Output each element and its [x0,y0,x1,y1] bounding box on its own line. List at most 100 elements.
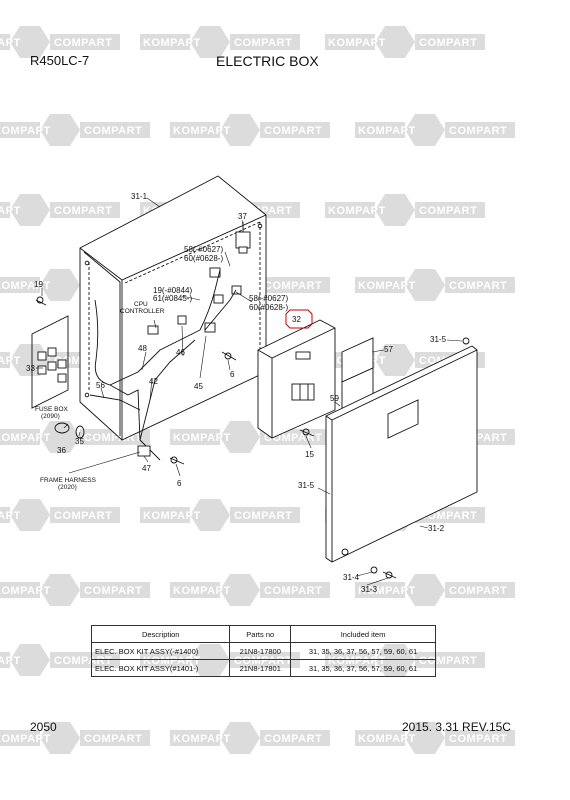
svg-text:COMPART: COMPART [54,37,112,49]
model-label: R450LC-7 [30,53,90,68]
svg-text:COMPART: COMPART [54,510,112,522]
callout-36: 36 [57,446,66,455]
svg-text:KOMPAPT: KOMPAPT [0,585,51,597]
callout-61b: 61(#0845-) [153,294,192,303]
callout-6b: 6 [177,479,182,488]
svg-text:KOMPAPT: KOMPAPT [0,280,51,292]
watermark-tile: KOMPAPT COMPART [0,499,120,531]
watermark-tile: KOMPAPT COMPART [355,574,515,606]
svg-text:COMPART: COMPART [264,585,322,597]
col-parts-no: Parts no [229,625,292,643]
frame-harness-code: (2020) [58,484,77,491]
cpu-controller [257,319,336,439]
callout-42: 42 [149,377,158,386]
callout-33: 33 [26,364,35,373]
row-included: 31, 35, 36, 37, 56, 57, 59, 60, 61 [290,642,436,660]
svg-text:COMPART: COMPART [449,733,507,745]
svg-text:COMPART: COMPART [264,125,322,137]
watermark-tile: KOMPAPT COMPART [0,26,120,58]
watermark-tile: KOMPAPT COMPART [0,194,120,226]
row-parts-no: 21N8-17800 [229,642,292,660]
callout-56: 56 [96,381,105,390]
callout-19: 19 [34,280,43,289]
watermark-tile: KOMPAPT COMPART [0,722,150,754]
callout-6a: 6 [230,370,235,379]
box-door [325,337,478,563]
watermark-tile: KOMPAPT COMPART [355,114,515,146]
box-body [79,175,267,441]
callout-31-1: 31-1 [131,192,148,201]
svg-text:COMPART: COMPART [84,585,142,597]
svg-text:COMPART: COMPART [54,205,112,217]
watermark-tile: KOMPAPT COMPART [140,26,300,58]
svg-text:KOMPAPT: KOMPAPT [0,733,51,745]
svg-text:KOMPAPT: KOMPAPT [358,585,416,597]
callout-31-3: 31-3 [361,585,378,594]
callout-48: 48 [138,344,147,353]
svg-text:KOMPAPT: KOMPAPT [358,125,416,137]
svg-text:COMPART: COMPART [419,37,477,49]
row-description: ELEC. BOX KIT ASSY(#1401-) [90,659,231,677]
watermark-tile: KOMPAPT COMPART [325,26,485,58]
svg-text:KOMPAPT: KOMPAPT [328,205,386,217]
callout-31-4: 31-4 [343,573,360,582]
leader-lines [36,197,463,586]
watermark-tile: KOMPAPT COMPART [170,114,330,146]
svg-text:KOMPAPT: KOMPAPT [0,37,21,49]
svg-text:COMPART: COMPART [264,280,322,292]
svg-text:KOMPAPT: KOMPAPT [0,205,21,217]
svg-text:COMPART: COMPART [419,205,477,217]
table-row: ELEC. BOX KIT ASSY(-#1400) 21N8-17800 31… [90,642,436,660]
svg-text:KOMPAPT: KOMPAPT [173,733,231,745]
fuse-box-code: (2090) [41,413,60,420]
fuse-box [31,315,69,409]
callout-58a: 58(-#0627) [184,245,223,254]
svg-text:COMPART: COMPART [84,733,142,745]
table-header-row: Description Parts no Included item [90,625,436,643]
callout-31-5a: 31-5 [430,335,447,344]
watermark-tile: KOMPAPT COMPART [0,574,150,606]
exploded-diagram: 31-1 37 58(-#0627) 60(#0628-) 19(-#0844)… [26,175,478,594]
svg-text:COMPART: COMPART [449,125,507,137]
callout-19b: 19(-#0844) [153,286,192,295]
svg-text:KOMPAPT: KOMPAPT [328,37,386,49]
watermark-tile: KOMPAPT COMPART [325,194,485,226]
svg-text:COMPART: COMPART [449,280,507,292]
row-description: ELEC. BOX KIT ASSY(-#1400) [90,642,231,660]
svg-text:KOMPAPT: KOMPAPT [173,125,231,137]
svg-text:KOMPAPT: KOMPAPT [0,655,21,667]
callout-45: 45 [194,382,203,391]
relay-37 [235,222,251,254]
cpu-label-2: CONTROLLER [120,308,165,315]
svg-text:KOMPAPT: KOMPAPT [0,432,51,444]
callout-46: 46 [176,348,185,357]
row-parts-no: 21N8-17801 [229,659,292,677]
col-description: Description [90,625,231,643]
svg-text:KOMPAPT: KOMPAPT [143,37,201,49]
callout-37: 37 [238,212,247,221]
page-number: 2050 [30,720,57,734]
callout-60b: 60(#0628-) [249,303,288,312]
svg-text:COMPART: COMPART [234,510,292,522]
callout-32-marker [285,309,313,329]
table-row: ELEC. BOX KIT ASSY(#1401-) 21N8-17801 31… [90,659,436,677]
row-included: 31, 35, 36, 37, 56, 57, 59, 60, 61 [290,659,436,677]
page-title: ELECTRIC BOX [216,53,319,69]
callout-35: 35 [75,437,84,446]
callout-31-5b: 31-5 [298,481,315,490]
svg-text:KOMPAPT: KOMPAPT [0,510,21,522]
svg-text:COMPART: COMPART [234,37,292,49]
callout-59: 59 [330,394,339,403]
svg-text:COMPART: COMPART [449,585,507,597]
frame-harness-label: FRAME HARNESS [40,477,97,484]
callout-31-2: 31-2 [428,524,445,533]
